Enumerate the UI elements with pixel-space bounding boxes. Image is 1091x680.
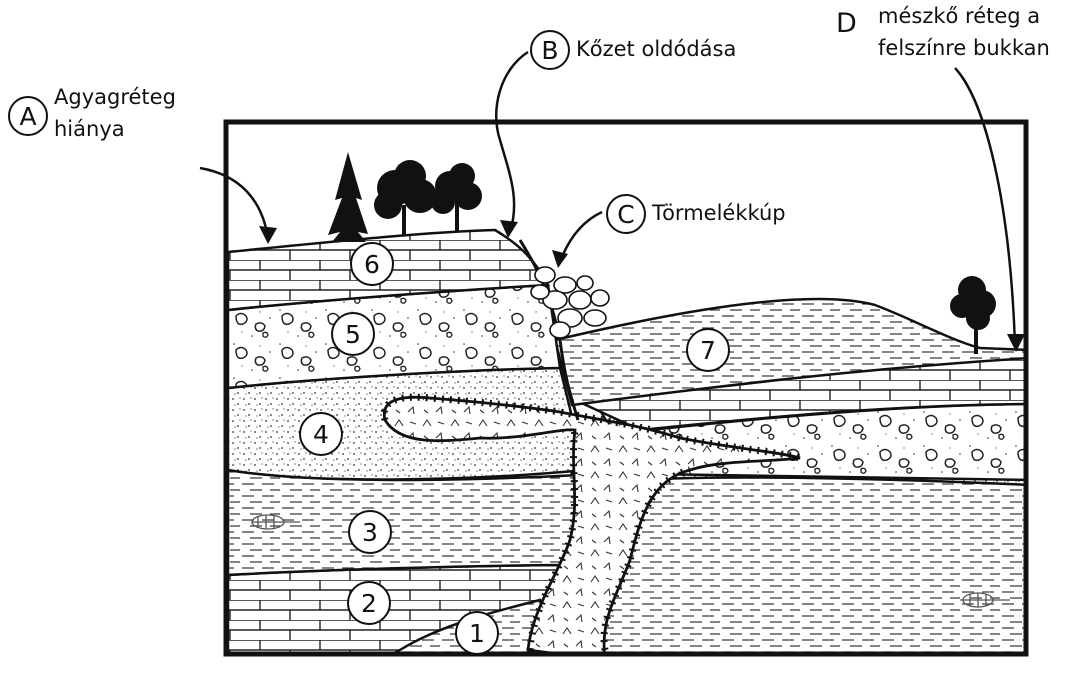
callout-d-line1: mészkő réteg a <box>878 3 1040 30</box>
callout-d-line2: felszínre bukkan <box>878 35 1050 62</box>
arrow-b <box>496 52 528 232</box>
layer-1-badge: 1 <box>455 611 499 655</box>
layer-2-badge: 2 <box>347 581 391 625</box>
tree-broadleaf-icon <box>374 160 437 235</box>
layer-7-badge: 7 <box>686 328 730 372</box>
callout-a-line2: hiánya <box>54 116 125 143</box>
callout-c-text: Törmelékkúp <box>652 200 786 227</box>
callout-d-letter: D <box>836 8 857 40</box>
callout-c-badge: C <box>606 194 646 234</box>
callout-a-line1: Agyagréteg <box>54 84 176 111</box>
arrow-a <box>200 168 268 238</box>
callout-a-badge: A <box>8 96 48 136</box>
callout-b-text: Kőzet oldódása <box>576 36 736 63</box>
callout-b-badge: B <box>530 30 570 70</box>
tree-conifer-icon <box>328 152 368 242</box>
arrowhead-c-icon <box>552 250 568 268</box>
layer-5-badge: 5 <box>331 312 375 356</box>
layer-6-badge: 6 <box>350 242 394 286</box>
layer-4-badge: 4 <box>299 412 343 456</box>
arrowhead-a-icon <box>259 226 277 244</box>
layer-3-badge: 3 <box>348 510 392 554</box>
tree-broadleaf-icon-2 <box>431 163 482 232</box>
